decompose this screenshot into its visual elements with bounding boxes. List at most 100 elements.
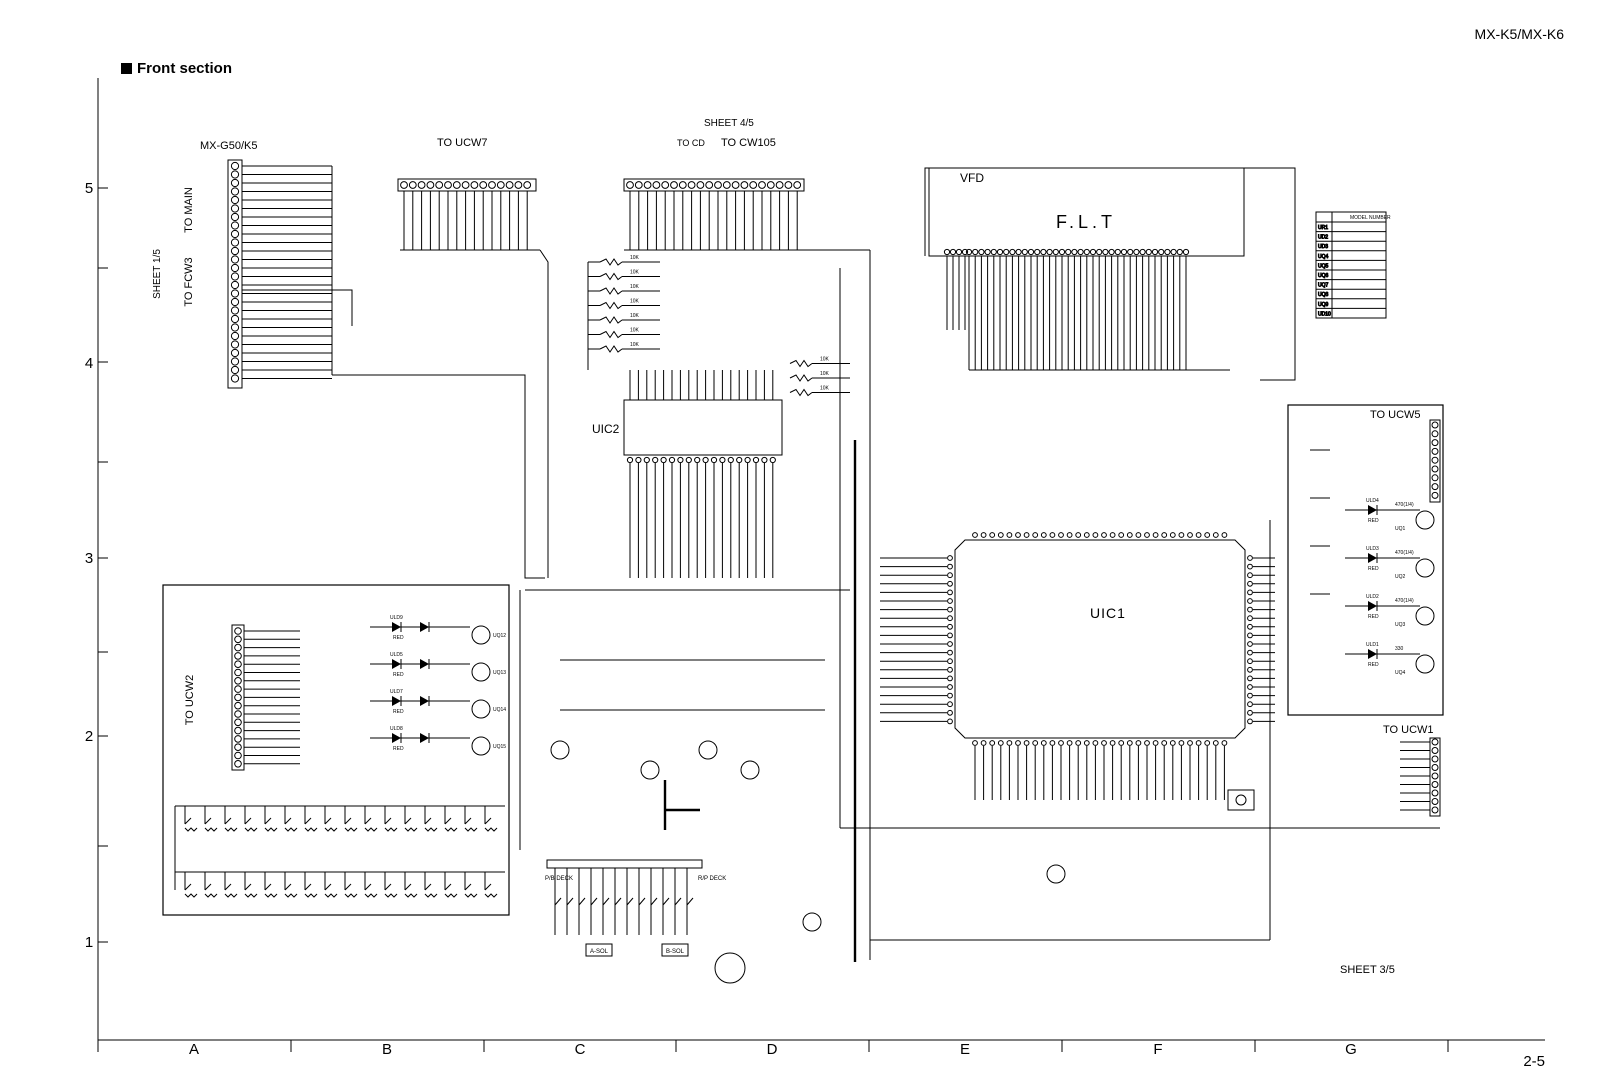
label-to-ucw5: TO UCW5: [1370, 409, 1421, 421]
resistor-value: 10K: [630, 299, 640, 305]
ic-pin: [947, 563, 953, 570]
connector-pin: [230, 195, 240, 205]
ic-pin: [702, 456, 709, 464]
connector-pin: [1096, 248, 1103, 256]
transistor-icon: [471, 662, 491, 682]
resistor-symbol: [424, 827, 438, 832]
connector-pin: [234, 735, 242, 743]
led-color: RED: [1368, 566, 1379, 572]
connector-pin: [505, 181, 514, 189]
connector-pin: [1065, 248, 1072, 256]
label-sheet-top: SHEET 4/5: [704, 118, 754, 129]
ic-pin: [1049, 740, 1056, 746]
transistor-icon: [1415, 654, 1435, 674]
ic-pin: [1247, 589, 1253, 596]
label-to-fcw3: TO FCW3: [183, 257, 195, 306]
resistor-symbol: [599, 330, 623, 339]
table-cell: UD3: [1318, 244, 1328, 250]
switch-contact: [638, 897, 646, 906]
table-cell: UQ4: [1318, 254, 1329, 260]
led-color: RED: [393, 672, 404, 678]
connector-pin: [234, 668, 242, 677]
connector-pin: [722, 181, 731, 189]
resistor-symbol: [284, 827, 298, 832]
connector-pin: [514, 181, 523, 189]
ic-pin: [1109, 532, 1116, 538]
transistor-icon: [698, 740, 718, 760]
deck-section: P/B DECK R/P DECK A-SOL B-SOL: [545, 859, 746, 984]
ic-pin: [1161, 740, 1168, 746]
led-ref: ULD5: [390, 652, 403, 658]
connector-pin: [696, 181, 705, 189]
ic-pin: [1144, 740, 1150, 746]
switch-contact: [484, 883, 492, 891]
switch-contact: [650, 897, 658, 906]
col-label-b: B: [382, 1041, 392, 1058]
led-ref: ULD2: [1366, 594, 1379, 600]
row-label-3: 3: [85, 550, 93, 567]
table-cell: UD10: [1318, 311, 1331, 317]
switch-contact: [304, 817, 312, 825]
ic-pin: [1015, 532, 1021, 538]
ic-pin: [1083, 740, 1090, 746]
ic-pin: [1247, 718, 1253, 725]
connector-pin: [230, 187, 240, 196]
resistor-value: 10K: [630, 255, 640, 261]
switch-contact: [444, 883, 452, 891]
table-cell: UQ6: [1318, 273, 1329, 279]
transistor-icon: [740, 760, 760, 780]
connector-pin: [234, 751, 242, 760]
ic-pin: [947, 658, 953, 665]
section-title: Front section: [121, 60, 232, 77]
connector-pin: [758, 181, 766, 189]
label-to-main: TO MAIN: [183, 187, 195, 233]
connector-pin: [230, 289, 240, 298]
ic-pin: [736, 456, 743, 464]
ic-pin: [947, 641, 953, 647]
ic-pin: [635, 456, 642, 464]
resistor-symbol: [599, 272, 623, 281]
wire: [242, 289, 353, 326]
connector-pin: [230, 221, 240, 230]
resistor-value: 10K: [630, 284, 640, 290]
switch-contact: [614, 897, 622, 906]
connector-pin: [1431, 430, 1439, 438]
table-cell: UQ7: [1318, 283, 1329, 289]
connector-pin: [1176, 248, 1183, 256]
connector-pin: [234, 635, 242, 644]
connector-pin: [731, 181, 740, 189]
switch-contact: [284, 883, 292, 891]
switch-contact: [404, 883, 412, 891]
ic-pin: [1247, 572, 1253, 579]
resistor-value: 470(1/4): [1395, 550, 1414, 556]
row-label-5: 5: [85, 180, 93, 197]
switch-contact: [264, 817, 272, 825]
switch-contact: [578, 897, 586, 906]
connector-pin: [996, 248, 1004, 256]
connector-pin: [972, 248, 979, 256]
ic-pin: [1247, 675, 1253, 682]
ic-pin: [1092, 532, 1099, 538]
connector-pin: [678, 181, 687, 189]
wire: [332, 374, 545, 579]
connector-pin: [1431, 491, 1439, 499]
connector-pin: [955, 248, 963, 256]
ic-pin: [1161, 532, 1168, 538]
resistor-value: 10K: [630, 328, 640, 334]
connector-pin: [1431, 789, 1439, 797]
resistor-symbol: [224, 893, 238, 898]
connector-pin: [1431, 439, 1439, 447]
connector-pin: [1431, 806, 1439, 814]
model-table: MODEL NUMBER UR1UD2UD3UQ4UQ5UQ6UQ7UQ8UQ9…: [1315, 211, 1391, 319]
connector-pin: [230, 357, 240, 366]
switch-contact: [404, 817, 412, 825]
connector-pin: [1431, 772, 1439, 780]
transistor-ref: UQ2: [1395, 574, 1406, 580]
resistor-symbol: [264, 893, 278, 898]
transistor-ref: UQ4: [1395, 670, 1406, 676]
connector-pin: [488, 181, 496, 189]
resistor-symbol: [184, 827, 198, 832]
ic-pin: [989, 740, 996, 746]
